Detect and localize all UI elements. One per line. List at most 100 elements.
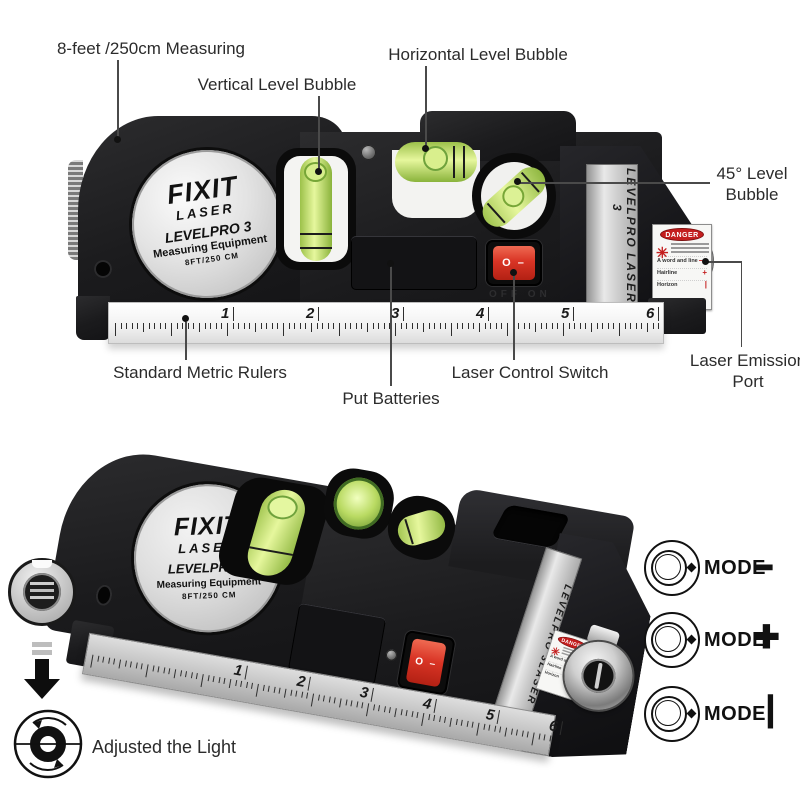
ruler-tick xyxy=(389,323,391,329)
ruler-tick xyxy=(521,730,524,737)
ruler-tick xyxy=(449,717,452,727)
switch-molded-text: OFF ON xyxy=(489,289,551,300)
ruler-tick xyxy=(289,689,292,696)
ruler-tick xyxy=(152,665,155,672)
ruler-tick xyxy=(573,307,574,321)
ruler-tick xyxy=(579,323,581,329)
ruler-tick xyxy=(212,676,215,683)
mode-dial-icon xyxy=(644,540,700,596)
ruler-tick xyxy=(288,323,290,329)
ruler-tick xyxy=(635,323,637,329)
body-screw xyxy=(361,145,376,160)
ruler-tick xyxy=(234,679,237,687)
ruler-tick xyxy=(267,685,270,692)
ruler-tick xyxy=(190,672,193,679)
ruler-tick xyxy=(350,700,353,707)
ruler-tick xyxy=(383,706,386,713)
ruler-tick xyxy=(215,323,217,329)
ruler-tick xyxy=(367,323,368,332)
ruler-tick xyxy=(439,323,441,329)
ruler-tick xyxy=(249,323,251,329)
ruler-tick xyxy=(277,323,279,329)
ruler-tick xyxy=(557,323,559,329)
angle-bubble-recess xyxy=(472,153,556,239)
ruler-tick xyxy=(630,323,632,329)
ruler-tick xyxy=(356,701,359,708)
ruler-tick xyxy=(546,323,548,329)
pointer-dot xyxy=(686,634,697,645)
ruler-tick xyxy=(126,323,128,329)
ruler-tick xyxy=(518,323,520,329)
ruler-tick xyxy=(305,323,307,329)
ruler-tick xyxy=(531,732,535,746)
fine-print-line xyxy=(671,251,709,253)
strip-brand-text: LASER xyxy=(624,253,638,304)
ruler-number: 6 xyxy=(646,305,655,322)
ruler-tick xyxy=(204,323,206,329)
ruler-tick xyxy=(551,323,553,329)
ruler-tick xyxy=(102,656,105,663)
ruler-tick xyxy=(365,703,370,717)
ruler-tick xyxy=(185,671,188,678)
ruler-tick xyxy=(495,323,497,329)
ruler-tick xyxy=(135,662,138,669)
ruler-tick xyxy=(529,323,531,329)
ruler-tick xyxy=(131,323,133,329)
ruler-tick xyxy=(339,323,340,337)
ruler-tick xyxy=(490,323,492,329)
danger-row-text: A word and line xyxy=(657,258,698,264)
laser-control-switch[interactable]: O – xyxy=(493,246,535,280)
ruler-tick xyxy=(163,667,166,674)
ruler-tick xyxy=(507,323,508,337)
mode-label-1: MODE xyxy=(704,557,766,579)
ruler-tick xyxy=(283,323,284,337)
ruler-tick xyxy=(322,323,324,329)
ruler-tick xyxy=(417,323,419,329)
ruler-tick xyxy=(652,323,654,329)
ruler-tick xyxy=(403,307,404,321)
ruler-tick xyxy=(187,323,189,329)
laser-control-switch[interactable]: O – xyxy=(405,638,447,688)
ruler-tick xyxy=(372,323,374,329)
down-arrow-icon xyxy=(24,642,60,704)
ruler-tick xyxy=(433,714,436,722)
ruler-tick xyxy=(294,323,296,329)
ruler-tick xyxy=(179,670,182,677)
ruler-tick xyxy=(504,727,508,737)
callout-switch: Laser Control Switch xyxy=(451,363,609,382)
ruler-tick xyxy=(243,323,245,329)
ruler-tick xyxy=(428,323,430,329)
ruler-tick xyxy=(130,661,133,668)
ruler-number: 3 xyxy=(358,683,370,703)
ruler-tick xyxy=(295,690,298,697)
rotate-lens-icon xyxy=(12,708,84,780)
ruler-tick xyxy=(444,716,447,723)
ruler-number: 1 xyxy=(232,661,244,680)
ruler-tick xyxy=(445,323,447,329)
ruler-tick xyxy=(245,681,248,688)
ruler-tick xyxy=(499,726,502,733)
callout-horizontal-bubble: Horizontal Level Bubble xyxy=(388,45,568,64)
ruler-tick xyxy=(510,728,513,735)
ruler-tick xyxy=(467,323,469,329)
ruler-tick xyxy=(585,323,587,329)
horizontal-level-bubble xyxy=(329,473,388,534)
ruler-tick xyxy=(255,323,256,332)
mode-symbol-cross: ✚ xyxy=(753,619,780,655)
ruler-tick xyxy=(218,677,221,684)
ruler-tick xyxy=(200,674,204,688)
ruler-tick xyxy=(438,715,441,723)
ruler-tick xyxy=(311,323,312,332)
ruler-tick xyxy=(145,664,149,678)
vertical-level-bubble xyxy=(300,157,332,261)
ruler-tick xyxy=(400,323,402,329)
angle-level-bubble xyxy=(394,506,449,550)
ruler-tick xyxy=(260,323,262,329)
strip-model-text: LEVELPRO 3 xyxy=(610,168,638,249)
ruler-tick xyxy=(148,323,150,329)
ruler-tick xyxy=(624,323,626,329)
ruler-tick xyxy=(96,655,99,662)
ruler-tick xyxy=(355,323,357,329)
ruler-number: 5 xyxy=(561,305,570,322)
